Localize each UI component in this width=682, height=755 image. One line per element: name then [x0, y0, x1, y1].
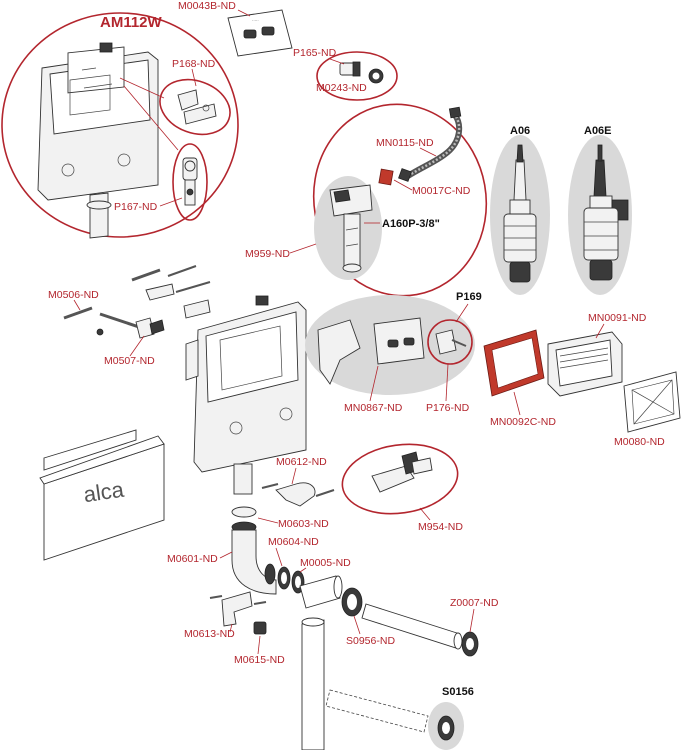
a06e-part: [583, 144, 629, 281]
m0613-part: [221, 591, 253, 627]
am112w-cistern: [37, 42, 159, 239]
pipes: S0956-ND Z0007-ND S0156: [299, 575, 499, 751]
m0612-group: M0612-ND: [261, 456, 335, 507]
dashed-pipe: [325, 689, 429, 733]
label-mn0092c: MN0092C-ND: [490, 416, 556, 428]
p165-highlight-ring: [316, 51, 398, 101]
brand-logo: alca: [82, 477, 126, 507]
label-m0507: M0507-ND: [104, 355, 155, 367]
mn0091-group: MN0091-ND: [547, 312, 647, 397]
elbow-stack: M0603-ND M0604-ND M0601-ND M0005-ND: [167, 506, 351, 595]
m0615-part: [253, 621, 267, 635]
label-z0007: Z0007-ND: [450, 597, 499, 609]
p167-part: [182, 157, 198, 206]
label-m959: M959-ND: [245, 248, 290, 260]
am112w-highlight-ring: [1, 12, 239, 238]
label-s0156: S0156: [442, 686, 474, 698]
label-a06e: A06E: [584, 125, 612, 137]
bracket-group: M0613-ND M0615-ND: [184, 591, 285, 666]
label-m0506: M0506-ND: [48, 289, 99, 301]
m0506-group: M0506-ND M0507-ND: [48, 265, 211, 367]
label-m0043b: M0043B-ND: [178, 0, 236, 12]
label-p168: P168-ND: [172, 58, 216, 70]
m954-part: [371, 451, 433, 493]
m0603-part: [231, 506, 257, 518]
label-m954: M954-ND: [418, 521, 463, 533]
outlet-pipe-short: [299, 575, 341, 609]
p168-highlight-ring: [159, 78, 231, 136]
a06-group: A06: [490, 125, 550, 295]
label-m0603: M0603-ND: [278, 518, 329, 530]
p176-part: [435, 329, 467, 355]
p168-part: [177, 89, 217, 125]
label-m0243: M0243-ND: [316, 82, 367, 94]
label-p167: P167-ND: [114, 201, 158, 213]
p176-highlight-ring: [427, 319, 473, 365]
label-m0080: M0080-ND: [614, 436, 665, 448]
p167-highlight-ring: [172, 143, 208, 221]
m954-highlight-ring: [341, 443, 459, 515]
mn0092c-group: MN0092C-ND: [483, 329, 556, 428]
mn0867-part: [317, 317, 425, 385]
label-mn0115: MN0115-ND: [376, 137, 434, 149]
alca-box: alca: [39, 429, 165, 561]
label-mn0091: MN0091-ND: [588, 312, 647, 324]
am112w-group: AM112W P168-ND P167-ND: [1, 12, 239, 239]
m0043b-group: ····· M0043B-ND: [178, 0, 293, 57]
main-cistern: [185, 295, 307, 495]
p165-part: [339, 61, 384, 84]
mn0867-group: P169 MN0867-ND P176-ND: [305, 291, 482, 414]
m0080-group: M0080-ND: [614, 371, 681, 448]
a06e-group: A06E: [568, 125, 632, 295]
label-a160p: A160P-3/8": [382, 218, 440, 230]
p165-group: P165-ND M0243-ND: [293, 47, 398, 101]
label-m0612: M0612-ND: [276, 456, 327, 468]
label-s0956: S0956-ND: [346, 635, 395, 647]
label-p176: P176-ND: [426, 402, 470, 414]
m954-group: M954-ND: [341, 443, 463, 533]
label-m0615: M0615-ND: [234, 654, 285, 666]
m0043b-part: ·····: [227, 9, 293, 57]
vertical-pipe: [301, 619, 325, 751]
label-mn0867: MN0867-ND: [344, 402, 403, 414]
label-m0601: M0601-ND: [167, 553, 218, 565]
mn0091-part: [547, 331, 623, 397]
label-p165: P165-ND: [293, 47, 337, 59]
m0017c-part: [378, 168, 394, 186]
label-a06: A06: [510, 125, 530, 137]
m0080-part: [623, 371, 681, 433]
label-m0005: M0005-ND: [300, 557, 351, 569]
svg-text:·····: ·····: [252, 18, 259, 23]
label-m0613: M0613-ND: [184, 628, 235, 640]
am112w-title: AM112W: [100, 14, 163, 31]
m959-group: MN0115-ND M0017C-ND A160P-3/8" M959-ND: [245, 103, 488, 297]
a06-part: [503, 144, 537, 283]
label-m0017c: M0017C-ND: [412, 185, 471, 197]
m0507-part: [135, 317, 165, 339]
a160p-valve: [329, 184, 373, 273]
label-p169: P169: [456, 291, 482, 303]
m0612-part: [275, 482, 316, 507]
label-m0604: M0604-ND: [268, 536, 319, 548]
